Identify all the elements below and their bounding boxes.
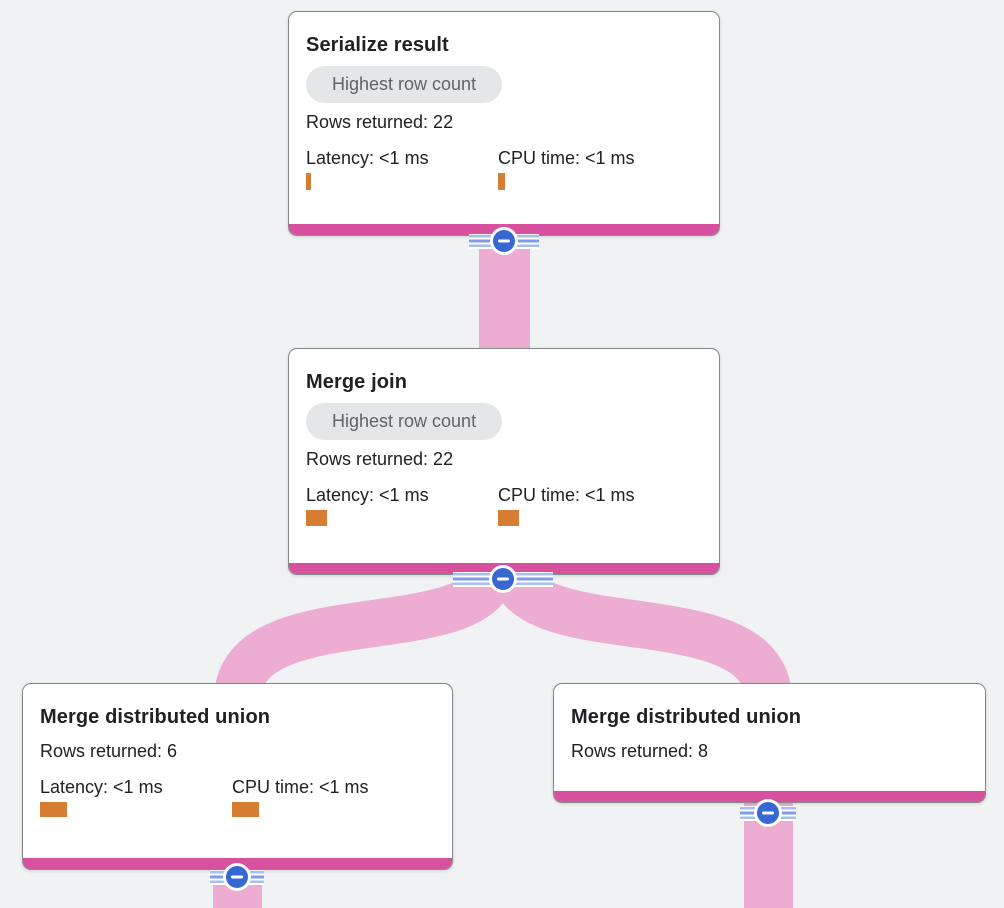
collapse-node-button[interactable] — [757, 802, 779, 824]
collapse-node-button[interactable] — [492, 568, 514, 590]
minus-icon — [231, 875, 243, 879]
highest-row-count-badge: Highest row count — [306, 66, 503, 103]
node-title: Merge distributed union — [571, 706, 802, 728]
node-bottom-accent-bar — [23, 858, 452, 869]
rows-returned-text: Rows returned: 8 — [571, 741, 709, 761]
rows-returned-text: Rows returned: 22 — [306, 449, 454, 469]
plan-node-serialize-result[interactable]: Serialize result Highest row count Rows … — [288, 11, 720, 236]
node-bottom-accent-bar — [289, 224, 719, 235]
latency-metric: Latency: <1 ms — [306, 484, 498, 526]
collapse-node-button[interactable] — [493, 230, 515, 252]
minus-icon — [497, 577, 509, 581]
cpu-time-label: CPU time: <1 ms — [498, 485, 635, 505]
metrics-row: Latency: <1 ms CPU time: <1 ms — [306, 147, 702, 190]
flow-band-serialize-to-merge-join — [479, 232, 530, 354]
node-title: Merge distributed union — [40, 706, 271, 728]
latency-bar — [306, 510, 327, 526]
cpu-time-label: CPU time: <1 ms — [232, 777, 369, 797]
rows-returned-text: Rows returned: 22 — [306, 112, 454, 132]
collapse-node-button[interactable] — [226, 866, 248, 888]
cpu-time-metric: CPU time: <1 ms — [498, 484, 690, 526]
latency-label: Latency: <1 ms — [306, 485, 429, 505]
latency-label: Latency: <1 ms — [40, 777, 163, 797]
cpu-time-bar — [498, 173, 505, 190]
plan-node-merge-distributed-union-left[interactable]: Merge distributed union Rows returned: 6… — [22, 683, 453, 870]
node-bottom-accent-bar — [554, 791, 985, 802]
node-title: Serialize result — [306, 34, 449, 56]
plan-node-merge-join[interactable]: Merge join Highest row count Rows return… — [288, 348, 720, 575]
latency-bar — [306, 173, 311, 190]
minus-icon — [498, 239, 510, 243]
cpu-time-bar — [498, 510, 519, 526]
latency-metric: Latency: <1 ms — [40, 776, 232, 817]
plan-node-merge-distributed-union-right[interactable]: Merge distributed union Rows returned: 8 — [553, 683, 986, 803]
latency-metric: Latency: <1 ms — [306, 147, 498, 190]
metrics-row: Latency: <1 ms CPU time: <1 ms — [306, 484, 702, 526]
latency-bar — [40, 802, 67, 817]
node-title: Merge join — [306, 371, 408, 393]
cpu-time-metric: CPU time: <1 ms — [498, 147, 690, 190]
latency-label: Latency: <1 ms — [306, 148, 429, 168]
cpu-time-metric: CPU time: <1 ms — [232, 776, 424, 817]
highest-row-count-badge: Highest row count — [306, 403, 503, 440]
cpu-time-bar — [232, 802, 259, 817]
flow-band-merge-join-to-right-union — [491, 565, 792, 703]
cpu-time-label: CPU time: <1 ms — [498, 148, 635, 168]
minus-icon — [762, 811, 774, 815]
rows-returned-text: Rows returned: 6 — [40, 741, 178, 761]
metrics-row: Latency: <1 ms CPU time: <1 ms — [40, 776, 435, 817]
flow-band-merge-join-to-left-union — [214, 565, 515, 703]
